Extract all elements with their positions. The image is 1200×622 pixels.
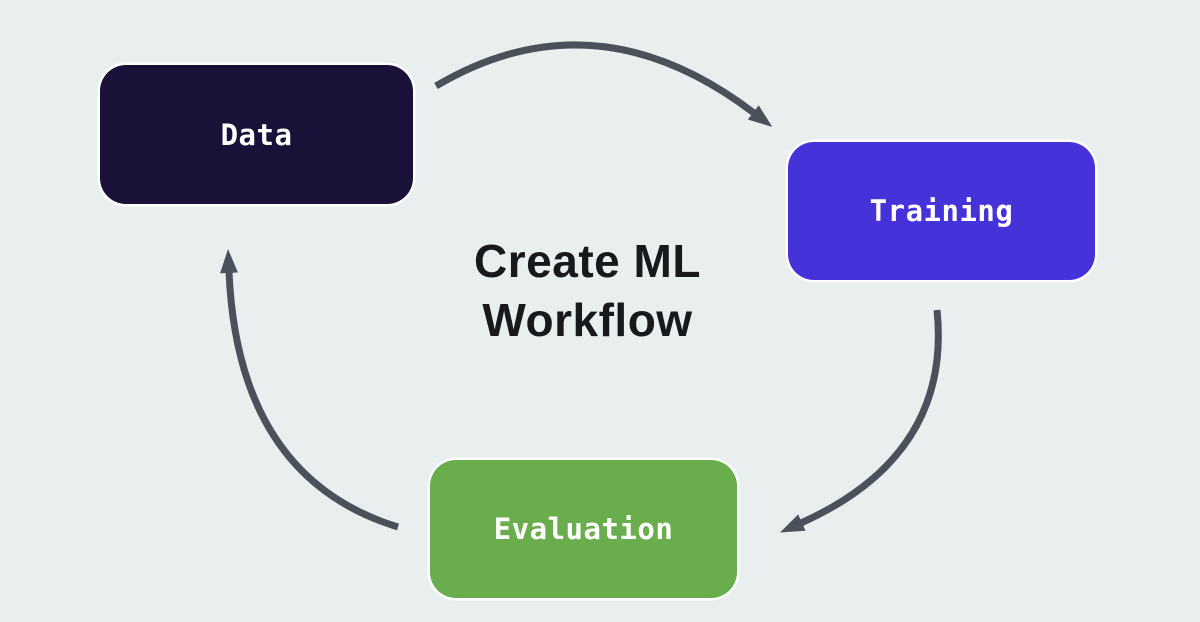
- node-training-label: Training: [869, 194, 1014, 228]
- arrow-training-to-evaluation: [780, 309, 942, 533]
- node-evaluation-label: Evaluation: [493, 512, 674, 546]
- node-evaluation: Evaluation: [430, 460, 737, 598]
- arrow-evaluation-to-data: [220, 249, 400, 531]
- diagram-title-line-1: Create ML: [474, 235, 701, 287]
- node-data: Data: [100, 65, 413, 204]
- diagram-title: Create ML Workflow: [380, 232, 795, 350]
- node-data-label: Data: [220, 117, 293, 152]
- node-training: Training: [788, 142, 1095, 280]
- diagram-title-line-2: Workflow: [482, 294, 693, 346]
- arrow-data-to-training: [434, 41, 773, 127]
